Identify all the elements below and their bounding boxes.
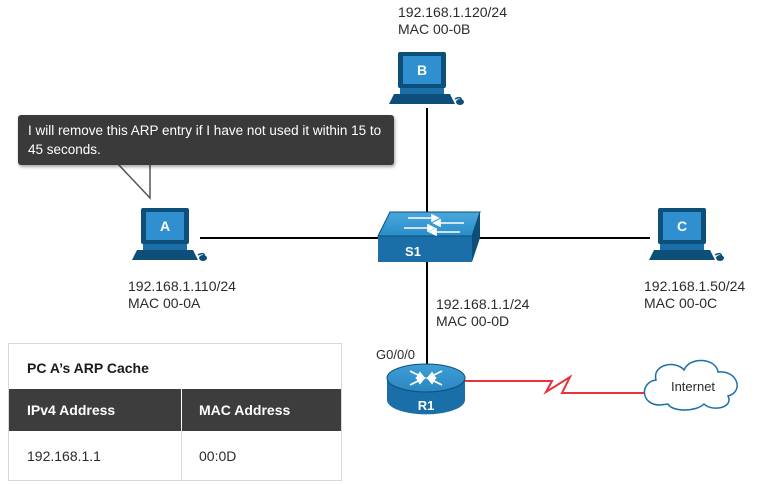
row-divider <box>181 431 182 480</box>
router-r1-icon: R1 <box>386 363 466 415</box>
pc-a-info: 192.168.1.110/24 MAC 00-0A <box>128 278 236 312</box>
pc-b-letter: B <box>417 62 427 78</box>
internet-label: Internet <box>671 379 715 394</box>
arp-cache-table: PC A’s ARP Cache IPv4 Address MAC Addres… <box>8 343 342 481</box>
pc-c-info: 192.168.1.50/24 MAC 00-0C <box>644 278 745 312</box>
router-r1-ip: 192.168.1.1/24 <box>436 296 530 312</box>
pc-c-icon: C <box>649 208 724 261</box>
header-divider <box>181 389 182 431</box>
pc-a-mac: MAC 00-0A <box>128 295 201 311</box>
speech-bubble <box>18 115 394 165</box>
pc-c-mac: MAC 00-0C <box>644 295 718 311</box>
arp-table-header: IPv4 Address MAC Address <box>9 389 341 431</box>
header-ipv4-address: IPv4 Address <box>27 402 116 418</box>
speech-bubble-text: I will remove this ARP entry if I have n… <box>28 123 382 157</box>
router-r1-mac: MAC 00-0D <box>436 313 510 329</box>
speech-bubble-tail <box>116 163 151 200</box>
pc-a-letter: A <box>160 218 170 234</box>
pc-b-ip: 192.168.1.120/24 <box>398 4 507 20</box>
pc-b-mac: MAC 00-0B <box>398 21 471 37</box>
pc-a-icon: A <box>132 208 207 261</box>
header-mac-address: MAC Address <box>199 402 291 418</box>
table-row: 192.168.1.1 00:0D <box>9 431 341 480</box>
arp-cache-title: PC A’s ARP Cache <box>27 360 149 376</box>
row-mac-address: 00:0D <box>199 447 237 464</box>
router-r1-label: R1 <box>418 398 435 413</box>
pc-b-icon: B <box>389 52 464 105</box>
serial-link-r1-internet <box>465 374 652 395</box>
router-interface-label: G0/0/0 <box>376 347 416 362</box>
router-r1-info: 192.168.1.1/24 MAC 00-0D <box>436 296 529 330</box>
row-ipv4-address: 192.168.1.1 <box>27 447 101 464</box>
switch-s1-icon: S1 <box>377 211 481 262</box>
pc-c-ip: 192.168.1.50/24 <box>644 278 746 294</box>
internet-cloud-icon: Internet <box>643 359 738 411</box>
switch-s1-label: S1 <box>405 244 421 259</box>
pc-a-ip: 192.168.1.110/24 <box>128 278 236 294</box>
pc-b-info: 192.168.1.120/24 MAC 00-0B <box>398 4 507 38</box>
pc-c-letter: C <box>677 218 687 234</box>
